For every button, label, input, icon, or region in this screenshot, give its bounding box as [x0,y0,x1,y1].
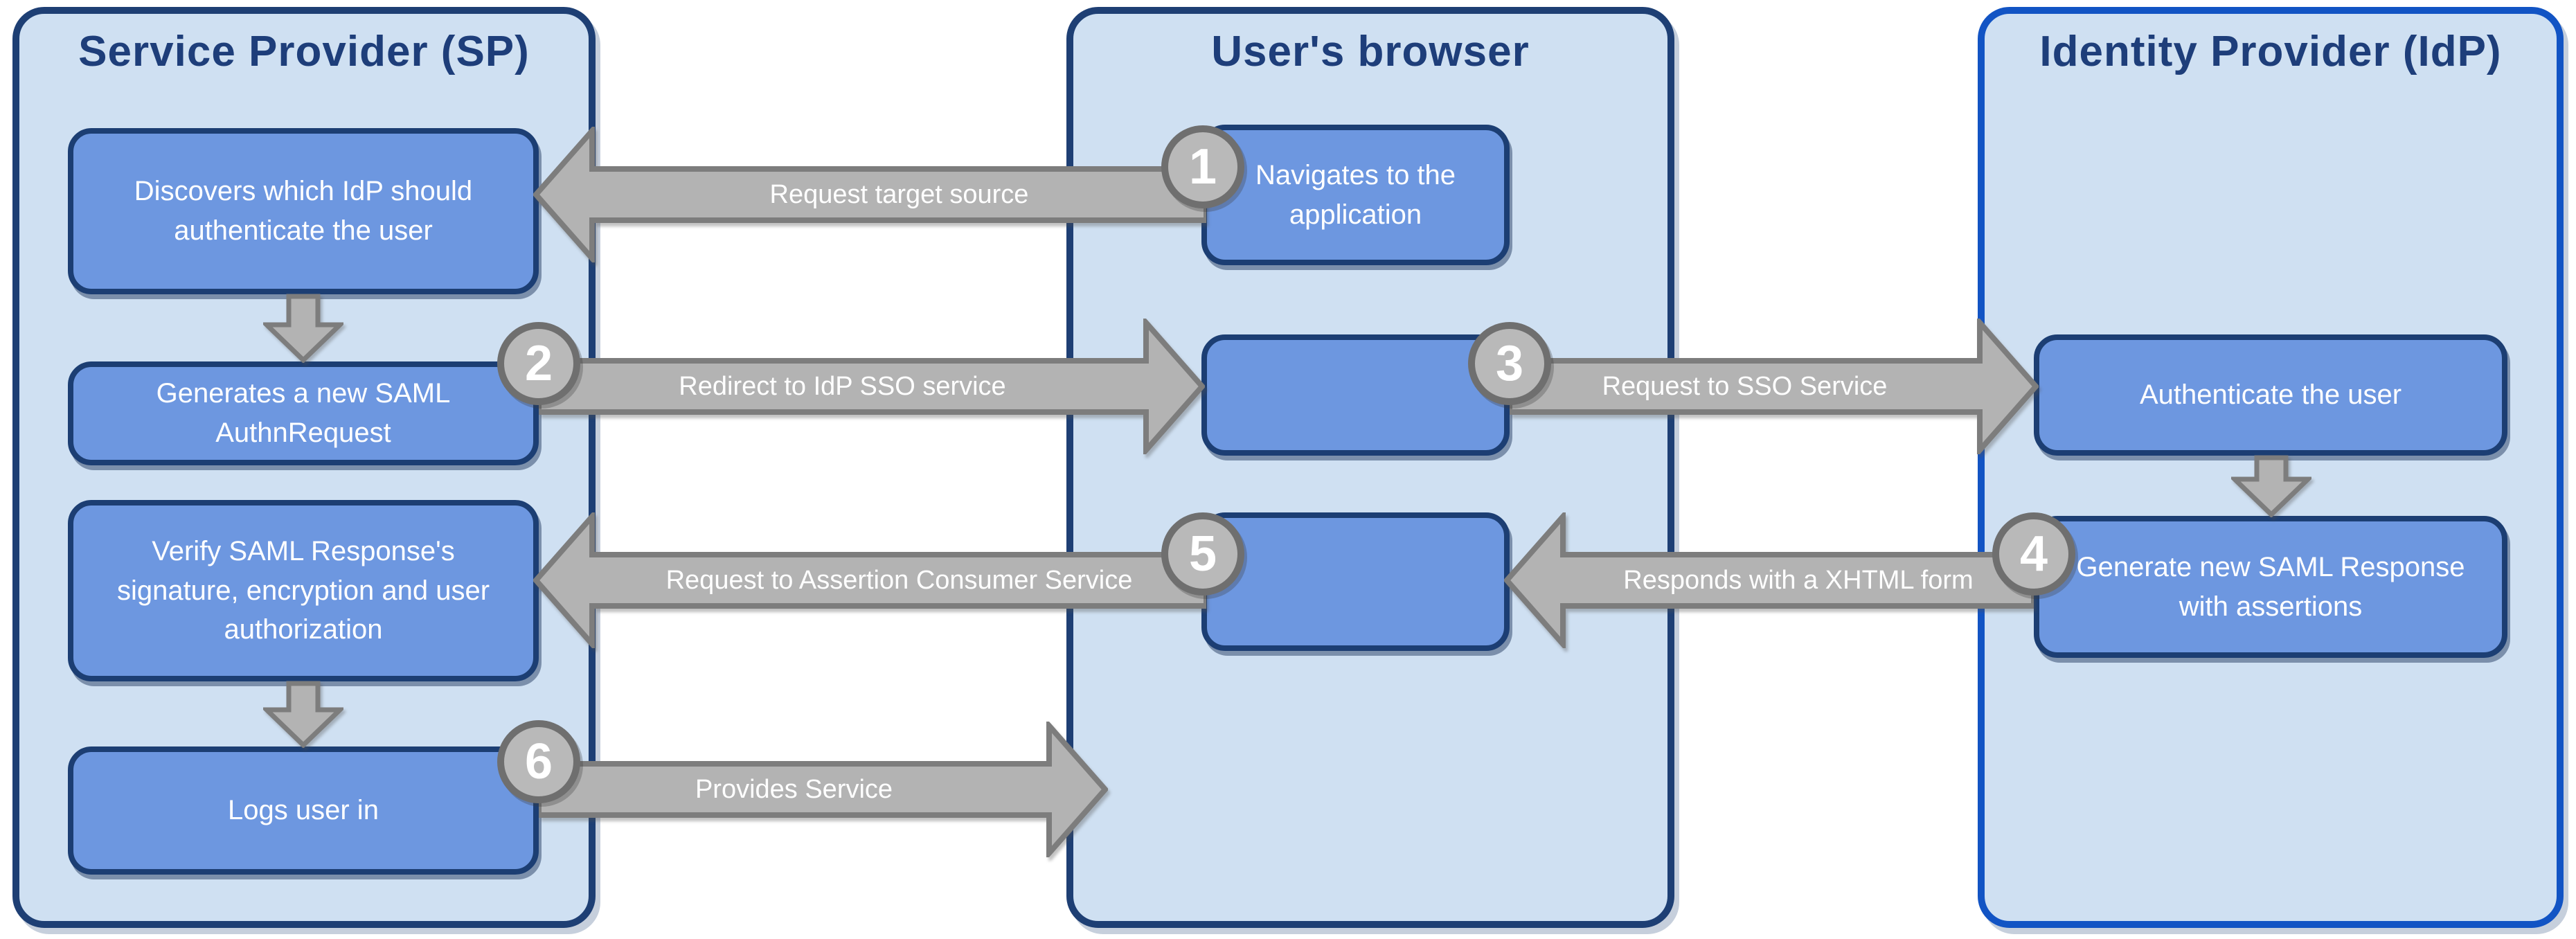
arrow-label: Responds with a XHTML form [1623,566,1974,595]
arrow-responds-xhtml-form: Responds with a XHTML form [1504,512,2034,648]
arrow-label: Request to Assertion Consumer Service [665,566,1133,595]
left-arrow-shape [533,127,1206,262]
step-badge-4: 4 [1992,512,2075,596]
service-provider-title: Service Provider (SP) [78,27,530,75]
idp-box-authenticate: Authenticate the user [2034,334,2507,456]
sp-box-verify-response: Verify SAML Response's signature, encryp… [68,500,539,681]
arrow-request-assertion-consumer: Request to Assertion Consumer Service [533,512,1206,648]
browser-box-step-2 [1201,334,1510,456]
browser-box-navigates: Navigates to the application [1201,125,1510,265]
right-arrow-shape [1510,319,2039,454]
idp-box-generate-response: Generate new SAML Response with assertio… [2034,516,2507,658]
arrow-label: Request target source [769,180,1029,209]
down-arrow-icon [260,681,346,751]
arrow-request-sso-service: Request to SSO Service [1510,319,2039,454]
step-badge-1: 1 [1161,125,1244,208]
arrow-request-target-source: Request target source [533,127,1206,262]
browser-box-step-3 [1201,512,1510,651]
arrow-label: Request to SSO Service [1602,372,1888,401]
step-badge-2: 2 [497,322,580,405]
identity-provider-title: Identity Provider (IdP) [2039,27,2502,75]
down-arrow-icon [260,294,346,366]
users-browser-title: User's browser [1211,27,1530,75]
arrow-provides-service: Provides Service [539,722,1108,857]
right-arrow-shape [539,722,1108,857]
sp-box-discover-idp: Discovers which IdP should authenticate … [68,128,539,294]
step-badge-6: 6 [497,720,580,803]
step-badge-3: 3 [1468,322,1551,405]
right-arrow-shape [539,319,1205,454]
sp-box-generate-authnrequest: Generates a new SAML AuthnRequest [68,361,539,465]
left-arrow-shape [1504,512,2034,648]
sp-box-logs-user-in: Logs user in [68,746,539,875]
down-arrow-icon [2228,455,2314,521]
arrow-label: Provides Service [695,775,893,804]
step-badge-5: 5 [1161,512,1244,596]
left-arrow-shape [533,512,1206,648]
arrow-redirect-idp-sso: Redirect to IdP SSO service [539,319,1205,454]
arrow-label: Redirect to IdP SSO service [679,372,1006,401]
